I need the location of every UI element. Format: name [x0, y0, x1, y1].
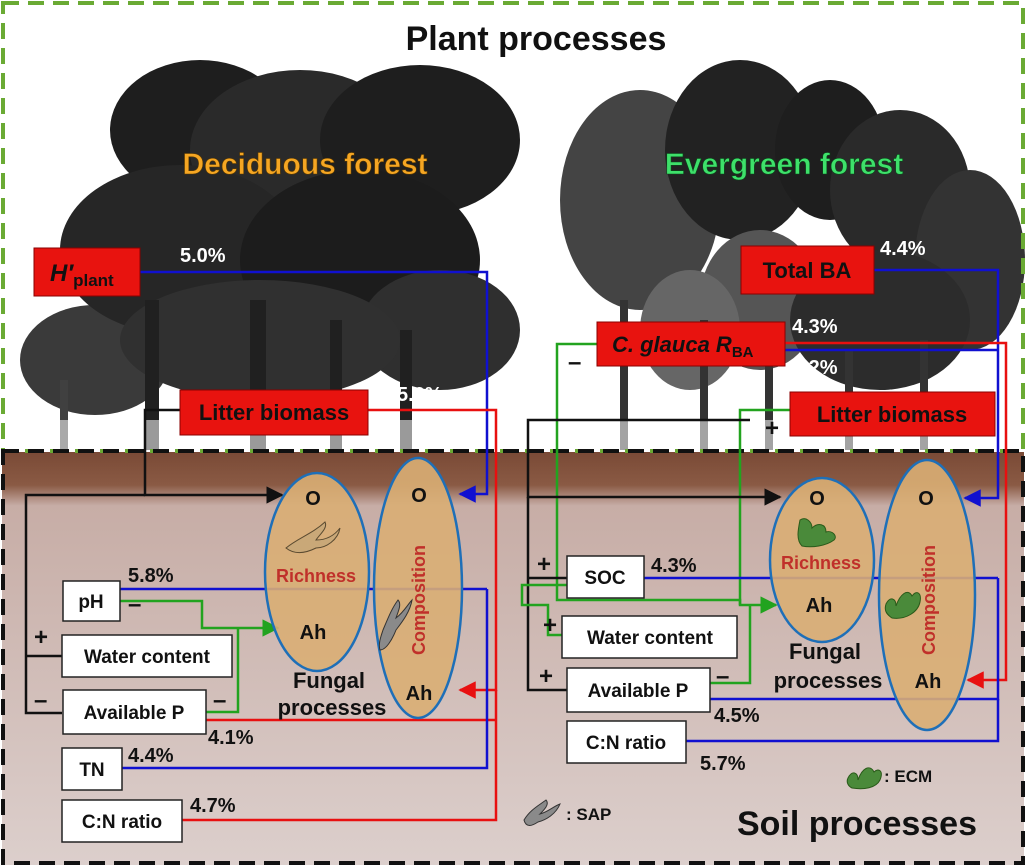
deciduous-ph-pct: 5.8% — [128, 565, 174, 587]
deciduous-litter-label: Litter biomass — [199, 400, 349, 425]
deciduous-paths — [24, 270, 498, 822]
evergreen-composition-label: Composition — [919, 545, 939, 655]
evergreen-soc-pct: 4.3% — [651, 555, 697, 577]
evergreen-cglauca-sign: – — [568, 349, 581, 376]
svg-text:C:N ratio: C:N ratio — [82, 812, 162, 833]
cglauca-sub: BA — [732, 344, 754, 361]
svg-text:SOC: SOC — [584, 568, 625, 589]
evergreen-composition-Ah: Ah — [915, 671, 942, 693]
plant-processes-title: Plant processes — [406, 20, 667, 58]
evergreen-water-box: Water content — [561, 615, 738, 659]
legend-ecm: : ECM — [846, 767, 932, 790]
deciduous-ph-box: pH — [62, 580, 121, 622]
evergreen-soc-box: SOC — [566, 555, 645, 599]
deciduous-richness-O: O — [305, 488, 321, 510]
deciduous-fungal-label: Fungal — [293, 668, 365, 693]
evergreen-processes-label: processes — [774, 668, 883, 693]
deciduous-forest-heading: Deciduous forest — [182, 148, 427, 181]
evergreen-soc-sign: + — [537, 551, 551, 578]
deciduous-composition-ellipse — [372, 456, 464, 720]
svg-text:C. glauca RBA: C. glauca RBA — [612, 332, 754, 361]
svg-text:Water content: Water content — [84, 647, 211, 668]
evergreen-richness-Ah: Ah — [806, 595, 833, 617]
deciduous-composition-label: Composition — [409, 545, 429, 655]
ecm-icon — [797, 518, 836, 548]
evergreen-availp-sign-left: + — [539, 663, 553, 690]
deciduous-water-sign: + — [34, 624, 48, 651]
evergreen-cglauca-pct-1: 4.3% — [792, 316, 838, 338]
evergreen-totalba-pct: 4.4% — [880, 238, 926, 260]
svg-text:C:N ratio: C:N ratio — [586, 733, 666, 754]
deciduous-availp-sign-left: – — [34, 687, 47, 714]
deciduous-richness-Ah: Ah — [300, 622, 327, 644]
soil-processes-title: Soil processes — [737, 805, 977, 843]
deciduous-richness-label: Richness — [276, 566, 356, 586]
cglauca-italic: C. glauca R — [612, 332, 732, 357]
ecm-icon — [884, 591, 921, 619]
evergreen-forest-heading: Evergreen forest — [665, 148, 903, 181]
deciduous-litter-box: Litter biomass — [179, 389, 369, 436]
deciduous-availp-box: Available P — [62, 689, 207, 735]
soil-frame — [1, 449, 1025, 865]
svg-text:Water content: Water content — [587, 628, 714, 649]
evergreen-water-sign: + — [543, 612, 557, 639]
deciduous-composition-O: O — [411, 485, 427, 507]
deciduous-processes-label: processes — [278, 695, 387, 720]
sap-icon — [378, 598, 413, 651]
hplant-sub: plant — [73, 271, 114, 290]
evergreen-litter-box: Litter biomass — [789, 391, 996, 437]
evergreen-fungal-label: Fungal — [789, 639, 861, 664]
evergreen-richness-O: O — [809, 488, 825, 510]
evergreen-litter-sign: + — [765, 415, 779, 442]
deciduous-hplant-box: H′plant — [33, 247, 141, 297]
svg-text:pH: pH — [78, 592, 103, 613]
deciduous-availp-sign-right: – — [213, 687, 226, 714]
evergreen-richness-label: Richness — [781, 553, 861, 573]
hplant-main: H′ — [50, 260, 74, 287]
deciduous-composition-Ah: Ah — [406, 683, 433, 705]
evergreen-cn-box: C:N ratio — [566, 720, 687, 764]
deciduous-availp-pct: 4.1% — [208, 727, 254, 749]
deciduous-richness-ellipse — [263, 471, 371, 673]
legend-sap: : SAP — [523, 799, 611, 826]
svg-text:H′plant: H′plant — [50, 260, 114, 290]
evergreen-composition-ellipse — [877, 458, 977, 732]
svg-text:Available P: Available P — [84, 703, 185, 724]
legend-ecm-label: : ECM — [884, 767, 932, 786]
sap-icon — [285, 521, 341, 554]
evergreen-richness-ellipse — [768, 476, 876, 644]
evergreen-availp-pct: 4.5% — [714, 705, 760, 727]
svg-text:Litter biomass: Litter biomass — [817, 402, 967, 427]
deciduous-cn-pct: 4.7% — [190, 795, 236, 817]
evergreen-availp-box: Available P — [566, 667, 711, 713]
ecm-legend-icon — [846, 767, 882, 790]
deciduous-tn-box: TN — [61, 747, 123, 791]
legend-sap-label: : SAP — [566, 805, 611, 824]
deciduous-litter-pct: 5.6% — [397, 384, 443, 406]
evergreen-composition-O: O — [918, 488, 934, 510]
evergreen-cn-pct: 5.7% — [700, 753, 746, 775]
svg-text:Available P: Available P — [588, 681, 689, 702]
evergreen-cglauca-box: C. glauca RBA — [596, 321, 786, 367]
evergreen-cglauca-pct-2: 5.2% — [792, 357, 838, 379]
evergreen-availp-sign-right: – — [716, 663, 729, 690]
svg-text:TN: TN — [79, 760, 104, 781]
deciduous-hplant-pct: 5.0% — [180, 245, 226, 267]
evergreen-totalba-box: Total BA — [740, 245, 875, 295]
deciduous-cn-box: C:N ratio — [61, 799, 183, 843]
deciduous-ph-sign: – — [128, 591, 141, 618]
svg-text:Total BA: Total BA — [763, 258, 852, 283]
sap-legend-icon — [523, 799, 561, 826]
deciduous-water-box: Water content — [61, 634, 233, 678]
deciduous-tn-pct: 4.4% — [128, 745, 174, 767]
